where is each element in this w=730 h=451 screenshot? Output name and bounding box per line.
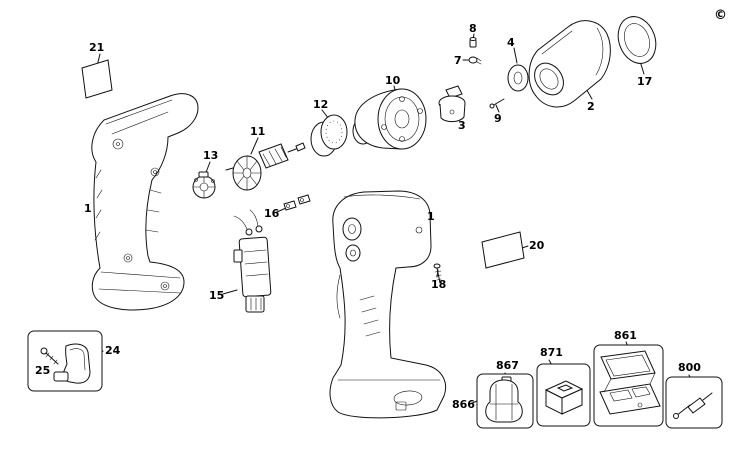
part-label-871: 871 xyxy=(540,346,563,359)
part-label-1-right: 1 xyxy=(427,210,435,223)
brush-holder-drawing xyxy=(192,171,216,199)
switch-drawing xyxy=(233,209,272,313)
hammer-case-drawing xyxy=(528,20,611,108)
retaining-ring-drawing xyxy=(617,16,657,64)
part-label-25: 25 xyxy=(35,364,51,377)
armature-drawing xyxy=(225,142,306,191)
right-housing-drawing xyxy=(329,190,447,419)
part-label-866: 866 xyxy=(452,398,475,411)
part-label-1-left: 1 xyxy=(84,202,92,215)
part-label-21: 21 xyxy=(89,41,105,54)
battery-box xyxy=(476,373,534,429)
part-label-2: 2 xyxy=(587,100,595,113)
contacts-drawing xyxy=(283,194,311,211)
sticker-label-20-drawing xyxy=(481,231,525,269)
part-label-16: 16 xyxy=(264,207,280,220)
part-label-861: 861 xyxy=(614,329,637,342)
part-label-8: 8 xyxy=(469,22,477,35)
part-label-12: 12 xyxy=(313,98,329,111)
part-label-800: 800 xyxy=(678,361,701,374)
anvil-drawing xyxy=(438,85,466,123)
part-label-13: 13 xyxy=(203,149,219,162)
accessory-box xyxy=(665,376,723,429)
copyright-symbol: © xyxy=(714,8,727,23)
part-label-4: 4 xyxy=(507,36,515,49)
detent-parts-drawing xyxy=(468,37,482,65)
part-label-11: 11 xyxy=(250,125,266,138)
charger-box xyxy=(536,363,591,427)
part-label-7: 7 xyxy=(454,54,462,67)
pin-drawing xyxy=(489,98,505,109)
screw-18-drawing xyxy=(433,263,442,284)
part-label-17: 17 xyxy=(637,75,653,88)
belt-hook-kit-box xyxy=(27,330,103,392)
part-label-3: 3 xyxy=(458,119,466,132)
kit-box xyxy=(593,344,664,427)
left-housing-drawing xyxy=(91,93,199,311)
part-label-10: 10 xyxy=(385,74,401,87)
part-label-18: 18 xyxy=(431,278,447,291)
field-ring-drawing xyxy=(310,114,348,157)
part-label-15: 15 xyxy=(209,289,225,302)
sticker-label-21-drawing xyxy=(81,59,113,99)
washer-drawing xyxy=(507,64,529,92)
part-label-9: 9 xyxy=(494,112,502,125)
part-label-24: 24 xyxy=(105,344,121,357)
gearbox-drawing xyxy=(352,88,427,150)
part-label-20: 20 xyxy=(529,239,545,252)
part-label-867: 867 xyxy=(496,359,519,372)
